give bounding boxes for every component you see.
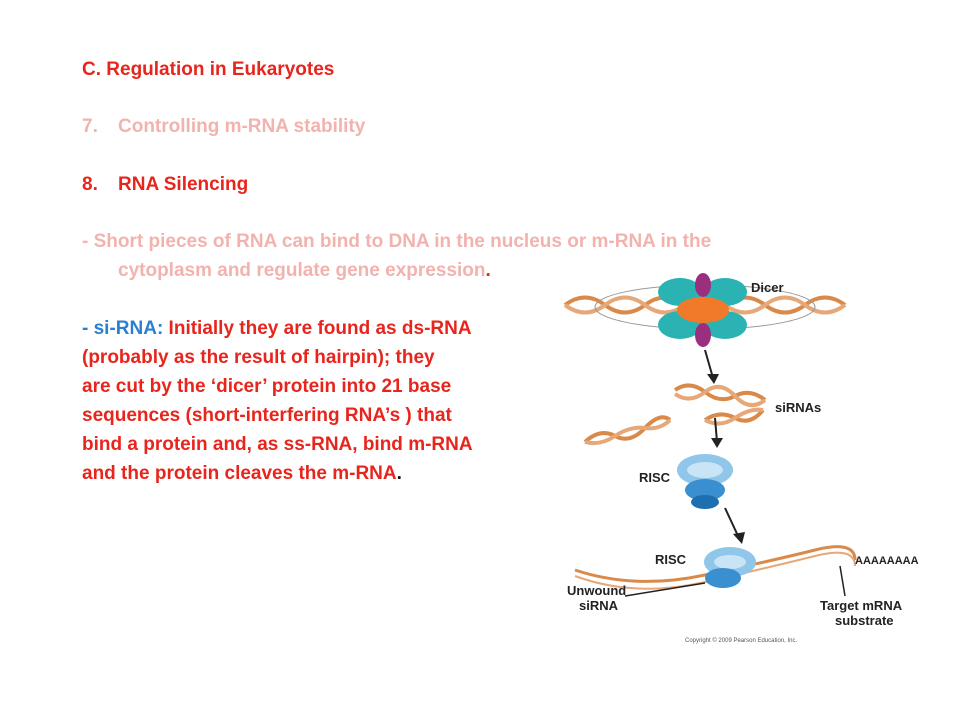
paragraph-2-line-2: (probably as the result of hairpin); the…: [82, 347, 435, 368]
arrow-3-head: [733, 532, 745, 544]
paragraph-2-line-5: bind a protein and, as ss-RNA, bind m-RN…: [82, 434, 473, 455]
target-label-line-1: Target mRNA: [820, 598, 903, 613]
paragraph-1-line-2: cytoplasm and regulate gene expression.: [118, 256, 491, 285]
copyright-text: Copyright © 2009 Pearson Education, Inc.: [685, 637, 797, 644]
sirna-fragments: [583, 383, 767, 446]
risc-complex-1: [677, 454, 733, 509]
risc-label-1: RISC: [639, 470, 671, 485]
list-item-7-number: 7.: [82, 116, 98, 137]
target-label-line-2: substrate: [835, 613, 894, 628]
list-item-8-text: RNA Silencing: [118, 174, 249, 195]
unwound-pointer: [624, 582, 706, 597]
dicer-protein: [658, 273, 747, 347]
paragraph-2-line-4: sequences (short-interfering RNA’s ) tha…: [82, 405, 452, 426]
rna-silencing-figure: Dicer siRNAs RISC: [563, 273, 919, 644]
arrow-3: [724, 507, 740, 539]
dicer-label: Dicer: [751, 280, 784, 295]
paragraph-1-line-2-text: cytoplasm and regulate gene expression: [118, 260, 486, 281]
target-pointer: [839, 565, 846, 597]
paragraph-1-line-1: - Short pieces of RNA can bind to DNA in…: [82, 231, 712, 252]
sirnas-label: siRNAs: [775, 400, 821, 415]
list-item-8-number: 8.: [82, 174, 98, 195]
list-item-7-text: Controlling m-RNA stability: [118, 116, 366, 137]
sirna-term: si-RNA:: [93, 318, 164, 339]
paragraph-2-line-6: and the protein cleaves the m-RNA.: [82, 459, 402, 488]
paragraph-2-line-1: - si-RNA: Initially they are found as ds…: [82, 314, 472, 343]
slide-heading: C. Regulation in Eukaryotes: [82, 59, 335, 80]
paragraph-2-dash: -: [82, 318, 94, 339]
paragraph-2-line-6-text: and the protein cleaves the m-RNA: [82, 463, 397, 484]
arrow-2-head: [711, 438, 723, 448]
paragraph-2-line-3: are cut by the ‘dicer’ protein into 21 b…: [82, 376, 452, 397]
polya-label: AAAAAAAA: [855, 555, 919, 567]
arrow-1-head: [707, 374, 719, 384]
paragraph-2-line-1-rest: Initially they are found as ds-RNA: [163, 318, 472, 339]
risc-complex-2: [704, 547, 756, 588]
paragraph-1-period: .: [485, 260, 491, 281]
arrow-1: [704, 349, 714, 379]
unwound-label-line-2: siRNA: [579, 598, 619, 613]
unwound-label-line-1: Unwound: [567, 583, 626, 598]
paragraph-2-period: .: [396, 463, 402, 484]
risc-label-2: RISC: [655, 552, 687, 567]
